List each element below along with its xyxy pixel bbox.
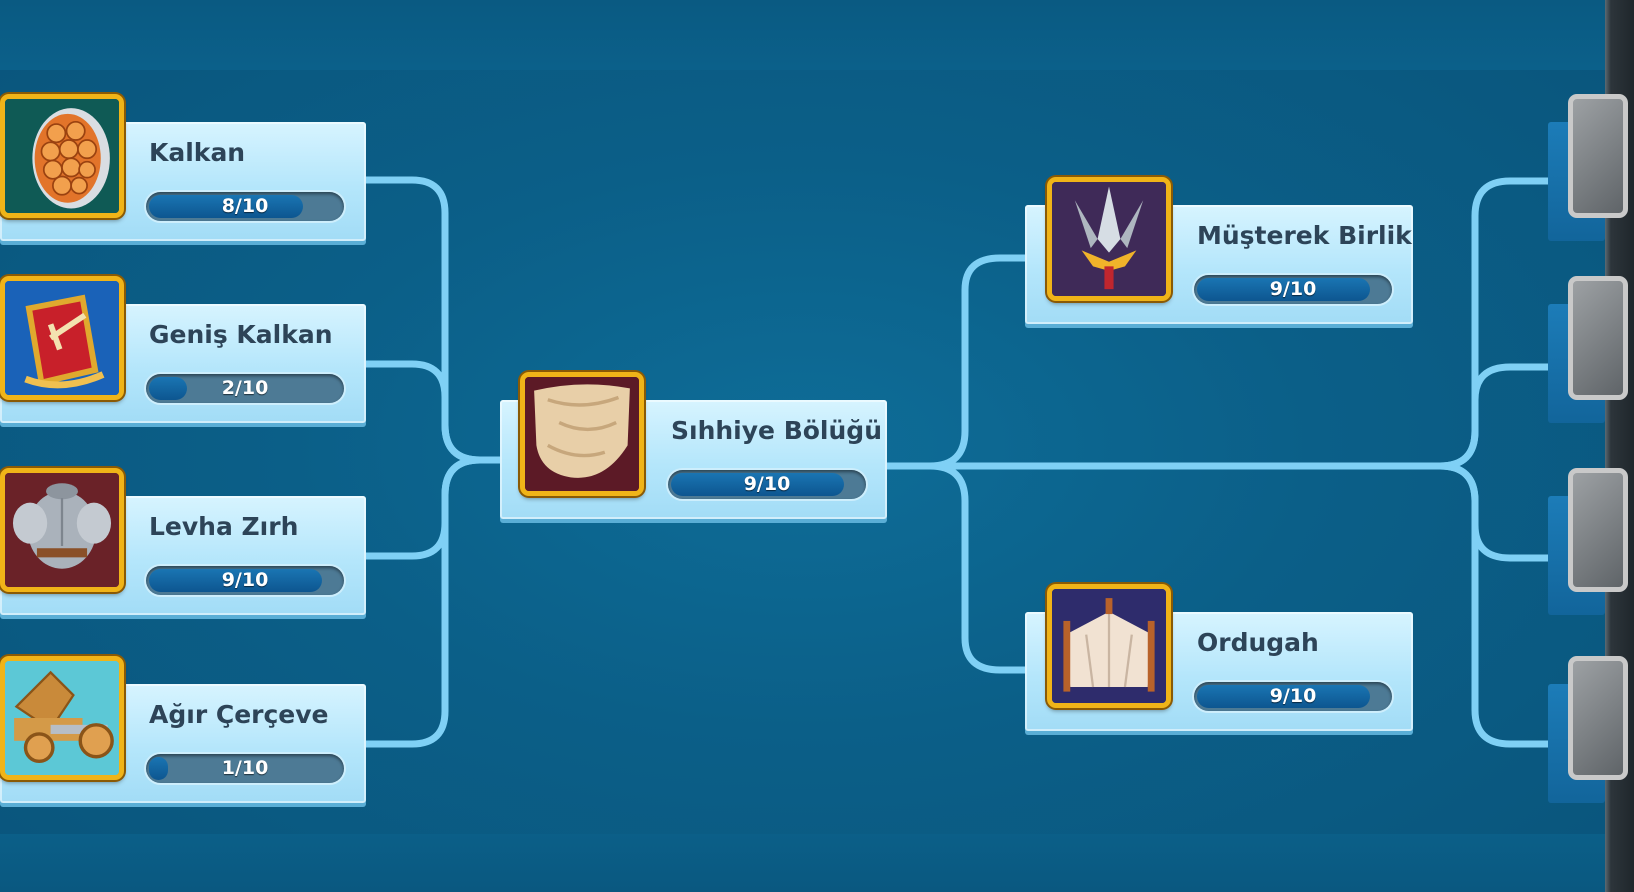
- progress-fill: [149, 195, 303, 218]
- connector-kalkan: [348, 176, 504, 464]
- locked-tech-node[interactable]: [1548, 656, 1628, 803]
- connector-genis-kalkan: [348, 360, 484, 464]
- progress-bar: 9/10: [1194, 682, 1392, 711]
- progress-fill: [149, 757, 168, 780]
- broad-shield-icon: [0, 276, 124, 400]
- progress-text: 8/10: [221, 195, 269, 217]
- progress-fill: [671, 473, 844, 496]
- bandage-cloth-icon: [520, 372, 644, 496]
- progress-fill: [1197, 685, 1370, 708]
- connector-sihhiye-to-musterek: [883, 254, 1029, 470]
- tech-node-agir-cerceve[interactable]: Ağır Çerçeve 1/10: [0, 656, 366, 808]
- progress-text: 9/10: [743, 473, 791, 495]
- connector-agir-cerceve: [348, 456, 484, 748]
- tech-node-genis-kalkan[interactable]: Geniş Kalkan 2/10: [0, 276, 366, 428]
- tech-node-levha-zirh[interactable]: Levha Zırh 9/10: [0, 468, 366, 620]
- progress-text: 9/10: [1269, 278, 1317, 300]
- scale-shield-icon: [0, 94, 124, 218]
- siege-frame-icon: [0, 656, 124, 780]
- progress-bar: 1/10: [146, 754, 344, 783]
- tech-node-musterek-birlik[interactable]: Müşterek Birlik 9/10: [1025, 177, 1413, 329]
- connector-branch-4: [1436, 462, 1552, 748]
- camp-tent-icon: [1047, 584, 1171, 708]
- locked-tech-node[interactable]: [1548, 276, 1628, 423]
- top-border-band: [0, 0, 1605, 70]
- progress-fill: [149, 569, 322, 592]
- connector-levha-zirh: [348, 456, 484, 560]
- progress-text: 9/10: [1269, 685, 1317, 707]
- plate-armor-icon: [0, 468, 124, 592]
- locked-tech-icon: [1568, 94, 1628, 218]
- progress-text: 1/10: [221, 757, 269, 779]
- node-title: Kalkan: [149, 138, 246, 167]
- progress-bar: 9/10: [146, 566, 344, 595]
- node-title: Ağır Çerçeve: [149, 700, 329, 729]
- locked-tech-node[interactable]: [1548, 94, 1628, 241]
- node-title: Müşterek Birlik: [1197, 221, 1412, 250]
- tech-node-sihhiye-bolugu[interactable]: Sıhhiye Bölüğü 9/10: [500, 372, 887, 524]
- tech-node-ordugah[interactable]: Ordugah 9/10: [1025, 584, 1413, 736]
- progress-fill: [149, 377, 187, 400]
- bottom-border-band: [0, 834, 1605, 892]
- locked-tech-icon: [1568, 656, 1628, 780]
- progress-text: 2/10: [221, 377, 269, 399]
- connector-branch-3: [1436, 462, 1552, 562]
- node-title: Sıhhiye Bölüğü: [671, 416, 882, 445]
- locked-tech-icon: [1568, 468, 1628, 592]
- node-title: Geniş Kalkan: [149, 320, 333, 349]
- locked-tech-node[interactable]: [1548, 468, 1628, 615]
- connector-sihhiye-to-ordugah: [883, 462, 1029, 674]
- connector-branch-2: [1436, 363, 1552, 470]
- progress-bar: 9/10: [668, 470, 866, 499]
- progress-bar: 9/10: [1194, 275, 1392, 304]
- spear-crest-icon: [1047, 177, 1171, 301]
- locked-tech-icon: [1568, 276, 1628, 400]
- progress-fill: [1197, 278, 1370, 301]
- progress-bar: 2/10: [146, 374, 344, 403]
- tech-node-kalkan[interactable]: Kalkan 8/10: [0, 94, 366, 246]
- progress-text: 9/10: [221, 569, 269, 591]
- node-title: Levha Zırh: [149, 512, 299, 541]
- progress-bar: 8/10: [146, 192, 344, 221]
- node-title: Ordugah: [1197, 628, 1319, 657]
